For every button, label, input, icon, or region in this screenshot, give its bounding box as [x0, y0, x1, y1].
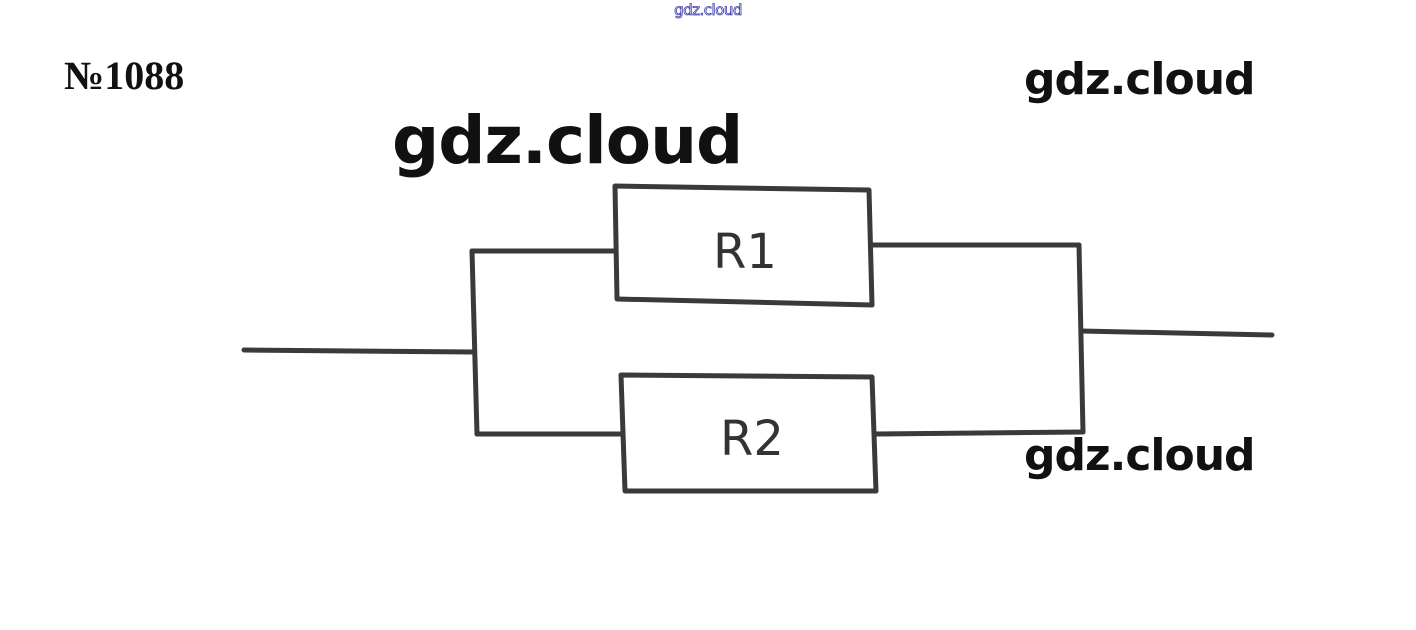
output-wire — [1078, 328, 1275, 338]
watermark-top-right: gdz.cloud — [1024, 54, 1256, 105]
problem-number: №1088 — [64, 53, 185, 98]
watermark-center: gdz.cloud — [392, 102, 743, 179]
resistor-r1-body — [612, 183, 875, 308]
right-junction-wire — [1076, 242, 1086, 435]
header-watermark: gdz.cloud — [674, 1, 743, 20]
input-wire — [241, 347, 477, 355]
resistor-r2-label: R2 — [720, 411, 784, 467]
r2-right-wire — [872, 429, 1086, 437]
resistor-r1-label: R1 — [713, 224, 777, 280]
resistor-r2-body — [618, 372, 879, 494]
watermark-bottom-right: gdz.cloud — [1024, 430, 1256, 481]
left-junction-wire — [469, 248, 480, 437]
